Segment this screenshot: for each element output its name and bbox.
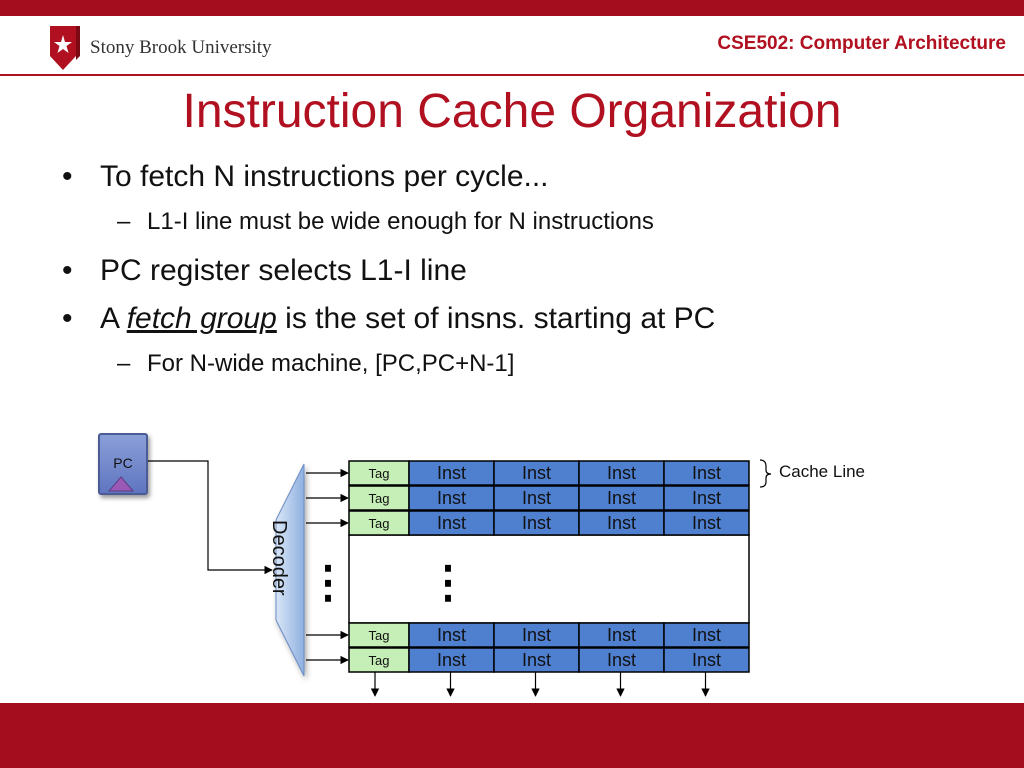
- cache-line-row: Tag Inst Inst Inst Inst: [306, 510, 750, 536]
- cache-line-label: Cache Line: [779, 462, 866, 481]
- top-stripe: [0, 0, 1024, 16]
- inst-label: Inst: [607, 488, 636, 508]
- bullet-list: •To fetch N instructions per cycle... –L…: [62, 160, 715, 396]
- inst-cell: [493, 460, 580, 486]
- inst-cell: [663, 460, 750, 486]
- bullet-text: To fetch N instructions per cycle...: [100, 160, 549, 193]
- inst-cell: [408, 647, 495, 673]
- inst-label: Inst: [437, 463, 466, 483]
- cache-line-row: Tag Inst Inst Inst Inst: [306, 485, 750, 511]
- tag-cell: [348, 622, 410, 648]
- cache-line-brace: [759, 459, 772, 488]
- inst-label: Inst: [522, 625, 551, 645]
- decoder-block: [275, 463, 305, 677]
- footer-bar: [0, 703, 1024, 768]
- inst-cell: [663, 622, 750, 648]
- inst-cell: [408, 510, 495, 536]
- tag-cell: [348, 485, 410, 511]
- inst-label: Inst: [522, 650, 551, 670]
- bullet-text-pre: A: [100, 302, 127, 335]
- inst-cell: [663, 485, 750, 511]
- inst-label: Inst: [522, 488, 551, 508]
- bullet-item: •To fetch N instructions per cycle...: [62, 160, 549, 193]
- cache-line-row: Tag Inst Inst Inst Inst: [306, 460, 750, 486]
- tag-cell: [348, 510, 410, 536]
- inst-cell: [578, 485, 665, 511]
- inst-label: Inst: [692, 513, 721, 533]
- inst-label: Inst: [437, 488, 466, 508]
- inst-label: Inst: [607, 513, 636, 533]
- inst-cell: [493, 510, 580, 536]
- cache-line-row: Tag Inst Inst Inst Inst: [306, 647, 750, 673]
- bullet-item: • A fetch group is the set of insns. sta…: [62, 302, 716, 335]
- inst-label: Inst: [692, 625, 721, 645]
- inst-label: Inst: [607, 625, 636, 645]
- inst-label: Inst: [692, 650, 721, 670]
- course-title: CSE502: Computer Architecture: [717, 33, 1006, 54]
- sub-bullet-item: –L1-I line must be wide enough for N ins…: [117, 208, 654, 235]
- inst-cell: [493, 622, 580, 648]
- inst-label: Inst: [522, 513, 551, 533]
- inst-cell: [578, 622, 665, 648]
- pc-label: PC: [113, 455, 133, 471]
- inst-label: Inst: [607, 650, 636, 670]
- inst-cell: [578, 647, 665, 673]
- inst-label: Inst: [692, 463, 721, 483]
- inst-cell: [408, 622, 495, 648]
- inst-label: Inst: [607, 463, 636, 483]
- tag-label: Tag: [369, 653, 390, 668]
- inst-cell: [663, 510, 750, 536]
- slide-title: Instruction Cache Organization: [182, 85, 842, 138]
- sub-bullet-text: For N-wide machine, [PC,PC+N-1]: [147, 350, 515, 377]
- tag-label: Tag: [369, 466, 390, 481]
- inst-label: Inst: [437, 650, 466, 670]
- fetch-group-emphasis: fetch group: [126, 302, 277, 335]
- inst-label: Inst: [692, 488, 721, 508]
- inst-label: Inst: [437, 513, 466, 533]
- cache-line-row: Tag Inst Inst Inst Inst: [306, 622, 750, 648]
- tag-label: Tag: [369, 516, 390, 531]
- pc-to-decoder-wire: [146, 460, 273, 575]
- tag-label: Tag: [369, 491, 390, 506]
- university-logo: Stony Brook University: [50, 26, 272, 70]
- decoder-label: Decoder: [268, 520, 290, 596]
- cache-gap-frame: [348, 534, 750, 624]
- inst-cell: [663, 647, 750, 673]
- star-shield-icon: [50, 26, 80, 70]
- sub-bullet-item: –For N-wide machine, [PC,PC+N-1]: [117, 350, 515, 377]
- vertical-ellipsis-left: ⋮: [306, 558, 350, 607]
- bullet-text: PC register selects L1-I line: [100, 254, 467, 287]
- header-rule: [0, 74, 1024, 76]
- bullet-text-post: is the set of insns. starting at PC: [276, 302, 716, 335]
- sub-bullet-text: L1-I line must be wide enough for N inst…: [147, 208, 654, 235]
- vertical-ellipsis-middle: ⋮: [426, 558, 470, 607]
- university-name: Stony Brook University: [90, 37, 272, 58]
- tag-label: Tag: [369, 628, 390, 643]
- inst-label: Inst: [437, 625, 466, 645]
- inst-cell: [578, 510, 665, 536]
- inst-label: Inst: [522, 463, 551, 483]
- bullet-item: •PC register selects L1-I line: [62, 254, 467, 287]
- pc-pointer-icon: [108, 476, 134, 492]
